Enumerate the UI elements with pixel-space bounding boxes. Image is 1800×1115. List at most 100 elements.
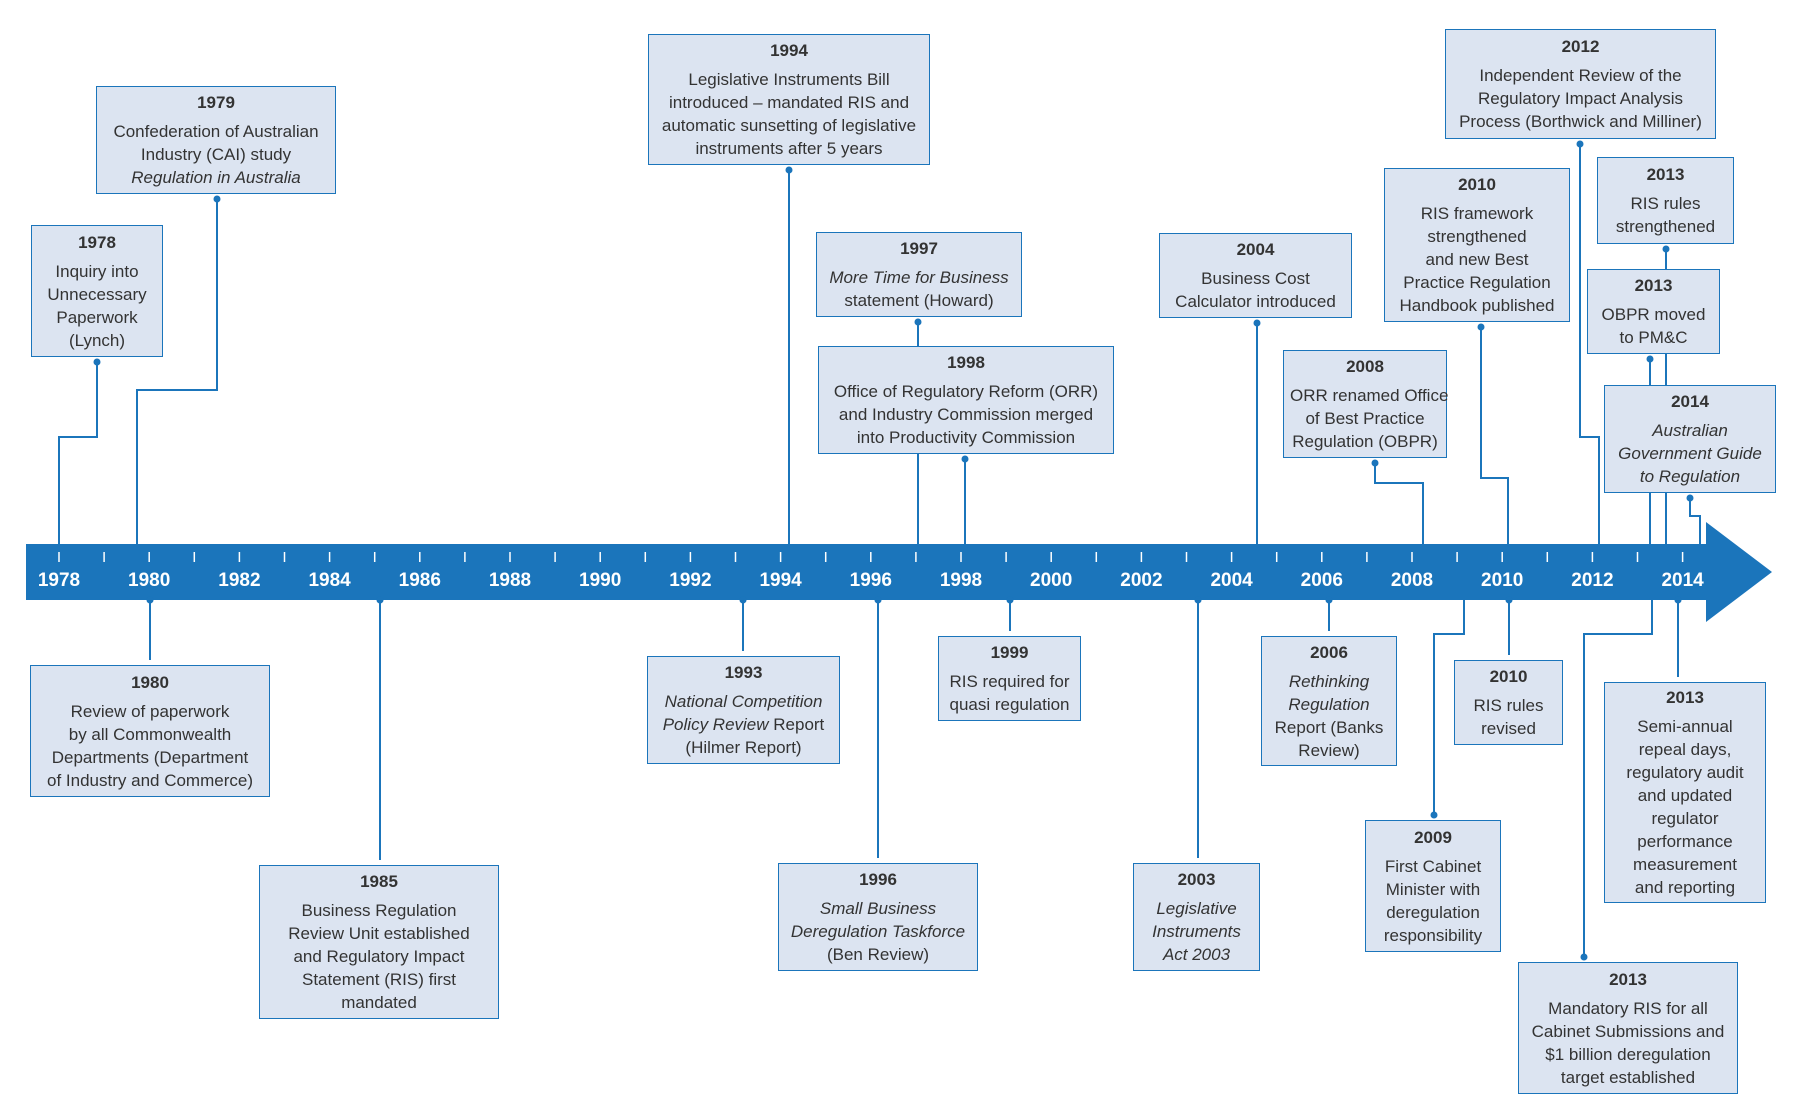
event-connector-dot — [739, 596, 747, 604]
event-description-line: Review Unit established — [266, 922, 492, 945]
event-description-line: measurement — [1611, 853, 1759, 876]
event-description-line: of Industry and Commerce) — [37, 769, 263, 792]
event-text-segment: deregulation — [1386, 902, 1480, 922]
event-text-segment: Regulation — [1288, 694, 1370, 714]
event-connector-line — [1689, 498, 1701, 544]
event-connector-dot — [1674, 596, 1682, 604]
event-connector-line — [1374, 463, 1424, 544]
axis-year-label: 1978 — [37, 570, 81, 591]
event-text-segment: and Regulatory Impact — [293, 947, 465, 966]
event-text-segment: revised — [1481, 719, 1536, 738]
event-text-segment: and updated — [1637, 786, 1733, 805]
event-description-line: Review of paperwork — [37, 700, 263, 723]
event-text-segment: Unnecessary — [47, 284, 147, 304]
event-description-line: revised — [1461, 717, 1556, 740]
event-description-line: Report (Banks — [1268, 716, 1390, 739]
event-text-segment: by all Commonwealth — [68, 724, 232, 744]
event-text-segment: Office of Regulatory Reform (ORR) — [833, 382, 1099, 401]
event-text-segment: Business Regulation — [301, 901, 457, 920]
event-text-segment: OBPR moved — [1601, 305, 1706, 324]
event-text-segment: Industry (CAI) study — [140, 145, 292, 164]
event-description-line: Unnecessary — [38, 283, 156, 306]
event-connector-dot — [1194, 596, 1202, 604]
event-text-segment: and reporting — [1634, 878, 1736, 897]
event-text-segment: Regulation (OBPR) — [1292, 432, 1438, 451]
event-text-segment: strengthened — [1615, 217, 1716, 236]
event-text-segment: RIS required for — [949, 672, 1070, 691]
event-description-line: National Competition — [654, 690, 833, 713]
event-description-line: Departments (Department — [37, 746, 263, 769]
event-text-segment: RIS framework — [1420, 204, 1534, 223]
event-text-segment: Legislative — [1156, 899, 1237, 918]
event-description-line: and reporting — [1611, 876, 1759, 899]
event-description-line: target established — [1525, 1066, 1731, 1089]
event-text-segment: Deregulation Taskforce — [790, 922, 966, 941]
event-description-line: RIS required for — [945, 670, 1074, 693]
event-text-segment: Paperwork — [56, 307, 138, 327]
event-text-segment: Report — [768, 715, 825, 734]
event-text-segment: Inquiry into — [55, 261, 139, 281]
event-description-line: Act 2003 — [1140, 943, 1253, 966]
event-description-line: introduced – mandated RIS and — [655, 91, 923, 114]
event-year: 2013 — [1634, 276, 1673, 295]
event-text-segment: Act 2003 — [1162, 945, 1231, 964]
event-description-line: Small Business — [785, 897, 971, 920]
event-text-segment: Calculator introduced — [1175, 292, 1336, 311]
event-year: 1994 — [770, 41, 808, 60]
axis-year-label: 1996 — [849, 570, 892, 591]
event-text-segment: Practice Regulation — [1403, 273, 1551, 292]
event-year: 1978 — [78, 232, 116, 252]
event-description-line: Paperwork — [38, 306, 156, 329]
event-description-line: Rethinking — [1268, 670, 1390, 693]
event-year: 1980 — [131, 672, 169, 692]
event-text-segment: Cabinet Submissions and — [1531, 1021, 1725, 1041]
event-description-line: Policy Review Report — [654, 713, 833, 736]
event-connector-dot — [1662, 245, 1670, 253]
event-text-segment: Small Business — [819, 899, 937, 918]
event-text-segment: Mandatory RIS for all — [1548, 998, 1708, 1018]
event-text-segment: Process (Borthwick and Milliner) — [1459, 112, 1702, 131]
axis-year-label: 2004 — [1210, 570, 1253, 591]
event-year: 2009 — [1414, 827, 1452, 847]
event-text-segment: ORR renamed Office — [1290, 386, 1449, 405]
axis-year-label: 1992 — [669, 570, 712, 591]
event-text-segment: Review of paperwork — [70, 701, 230, 721]
event-year: 2013 — [1646, 165, 1685, 184]
event-description-line: Calculator introduced — [1166, 290, 1345, 313]
event-text-segment: National Competition — [664, 692, 823, 711]
event-text-segment: (Hilmer Report) — [685, 738, 802, 757]
event-text-segment: Australian — [1652, 421, 1728, 440]
event-description-line: RIS rules — [1461, 694, 1556, 717]
event-year: 2010 — [1489, 667, 1528, 686]
event-connector-line — [1480, 327, 1509, 544]
event-description-line: ORR renamed Office — [1290, 384, 1448, 407]
event-description-line: Deregulation Taskforce — [785, 920, 971, 943]
event-description-line: Business Regulation — [266, 899, 492, 922]
event-text-segment: (Ben Review) — [826, 945, 930, 964]
event-description-line: Instruments — [1140, 920, 1253, 943]
event-text-segment: (Lynch) — [68, 330, 126, 350]
axis-year-label: 2006 — [1300, 570, 1343, 591]
event-year: 1998 — [947, 353, 985, 372]
event-description-line: statement (Howard) — [823, 289, 1015, 312]
event-description-line: RIS framework — [1391, 202, 1563, 225]
axis-year-label: 1994 — [759, 570, 802, 591]
event-text-segment: statement (Howard) — [844, 291, 994, 310]
event-year: 1996 — [859, 870, 897, 889]
event-text-segment: Review) — [1298, 740, 1360, 760]
event-description-line: (Hilmer Report) — [654, 736, 833, 759]
event-description-line: Regulation in Australia — [103, 166, 329, 189]
event-text-segment: measurement — [1633, 855, 1737, 874]
event-description-line: Practice Regulation — [1391, 271, 1563, 294]
event-year: 1979 — [197, 93, 235, 112]
